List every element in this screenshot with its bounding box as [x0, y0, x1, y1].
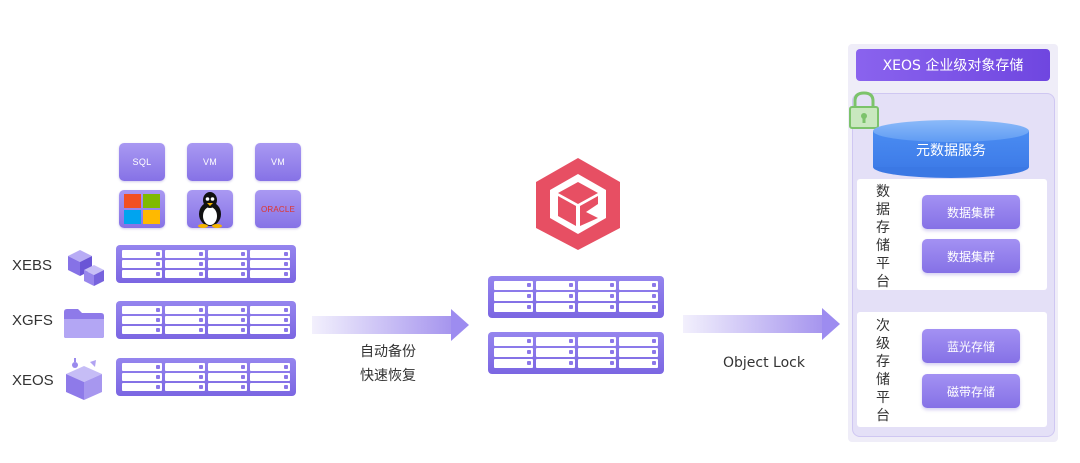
sql-tile: SQL — [119, 143, 165, 181]
xgfs-server-rack — [116, 301, 296, 339]
secondary-label-char: 储 — [876, 372, 890, 388]
vm-tile: VM — [187, 143, 233, 181]
metadata-service-label: 元数据服务 — [916, 143, 986, 159]
secondary-label-char: 级 — [876, 336, 890, 352]
linux-tux-icon — [198, 192, 222, 228]
panel-title: XEOS 企业级对象存储 — [856, 49, 1050, 81]
secondary-label-char: 次 — [876, 318, 890, 334]
primary-label-char: 台 — [876, 274, 890, 290]
windows-tile — [119, 190, 165, 228]
secondary-label-char: 台 — [876, 408, 890, 424]
data-cluster-node: 数据集群 — [922, 239, 1020, 273]
primary-label-char: 平 — [876, 256, 890, 272]
primary-label-char: 据 — [876, 202, 890, 218]
object-lock-arrow-head — [822, 308, 840, 340]
sql-tile-label: SQL — [132, 157, 152, 167]
windows-icon — [124, 194, 160, 224]
backup-arrow-head — [451, 309, 469, 341]
object-lock-label: Object Lock — [723, 355, 805, 371]
oracle-icon: ORACLE — [260, 204, 296, 214]
vm-tile-label: VM — [202, 157, 218, 167]
brand-cube-logo-icon — [536, 158, 620, 250]
primary-label-char: 存 — [876, 220, 890, 236]
xeos-label: XEOS — [12, 372, 54, 389]
vm-tile: VM — [255, 143, 301, 181]
xeos-package-icon — [66, 358, 102, 400]
linux-tile — [187, 190, 233, 228]
xebs-cubes-icon — [68, 250, 104, 286]
tape-storage-node: 磁带存储 — [922, 374, 1020, 408]
xebs-label: XEBS — [12, 257, 53, 274]
secondary-storage-label: 次 级 存 储 平 台 — [874, 317, 892, 425]
primary-label-char: 储 — [876, 238, 890, 254]
object-lock-arrow-shaft — [683, 315, 823, 333]
fast-restore-label: 快速恢复 — [360, 368, 416, 384]
xgfs-label: XGFS — [12, 312, 53, 329]
xebs-server-rack — [116, 245, 296, 283]
appliance-rack-top — [488, 276, 664, 318]
data-cluster-node: 数据集群 — [922, 195, 1020, 229]
primary-storage-label: 数 据 存 储 平 台 — [874, 183, 892, 291]
backup-arrow-shaft — [312, 316, 452, 334]
bluray-storage-node: 蓝光存储 — [922, 329, 1020, 363]
xgfs-folder-icon — [64, 309, 104, 338]
secondary-label-char: 平 — [876, 390, 890, 406]
lock-icon — [849, 91, 879, 129]
secondary-label-char: 存 — [876, 354, 890, 370]
vm-tile-label: VM — [270, 157, 286, 167]
backup-arrow-text: 自动备份 快速恢复 — [340, 340, 436, 388]
oracle-tile: ORACLE — [255, 190, 301, 228]
metadata-cylinder-top — [873, 120, 1029, 142]
primary-label-char: 数 — [876, 184, 890, 200]
auto-backup-label: 自动备份 — [360, 344, 416, 360]
appliance-rack-bottom — [488, 332, 664, 374]
xeos-server-rack — [116, 358, 296, 396]
